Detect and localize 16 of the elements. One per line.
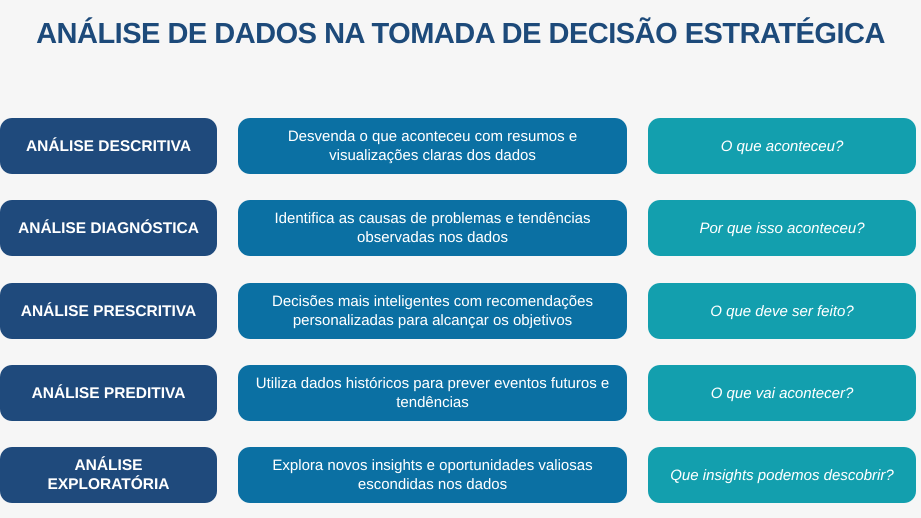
question-box: Por que isso aconteceu? [648, 200, 916, 256]
description-box: Utiliza dados históricos para prever eventos futuros e tendências [238, 365, 627, 421]
category-box: ANÁLISE PRESCRITIVA [0, 283, 217, 339]
description-box: Desvenda o que aconteceu com resumos e visualizações claras dos dados [238, 118, 627, 174]
question-box: O que deve ser feito? [648, 283, 916, 339]
description-box: Identifica as causas de problemas e tendências observadas nos dados [238, 200, 627, 256]
question-box: Que insights podemos descobrir? [648, 447, 916, 503]
question-box: O que vai acontecer? [648, 365, 916, 421]
question-box: O que aconteceu? [648, 118, 916, 174]
category-box: ANÁLISE EXPLORATÓRIA [0, 447, 217, 503]
category-box: ANÁLISE DESCRITIVA [0, 118, 217, 174]
title: ANÁLISE DE DADOS NA TOMADA DE DECISÃO ESTRATÉGICA [35, 18, 886, 51]
description-box: Explora novos insights e oportunidades valiosas escondidas nos dados [238, 447, 627, 503]
description-box: Decisões mais inteligentes com recomendações personalizadas para alcançar os objetivos [238, 283, 627, 339]
category-box: ANÁLISE DIAGNÓSTICA [0, 200, 217, 256]
category-box: ANÁLISE PREDITIVA [0, 365, 217, 421]
